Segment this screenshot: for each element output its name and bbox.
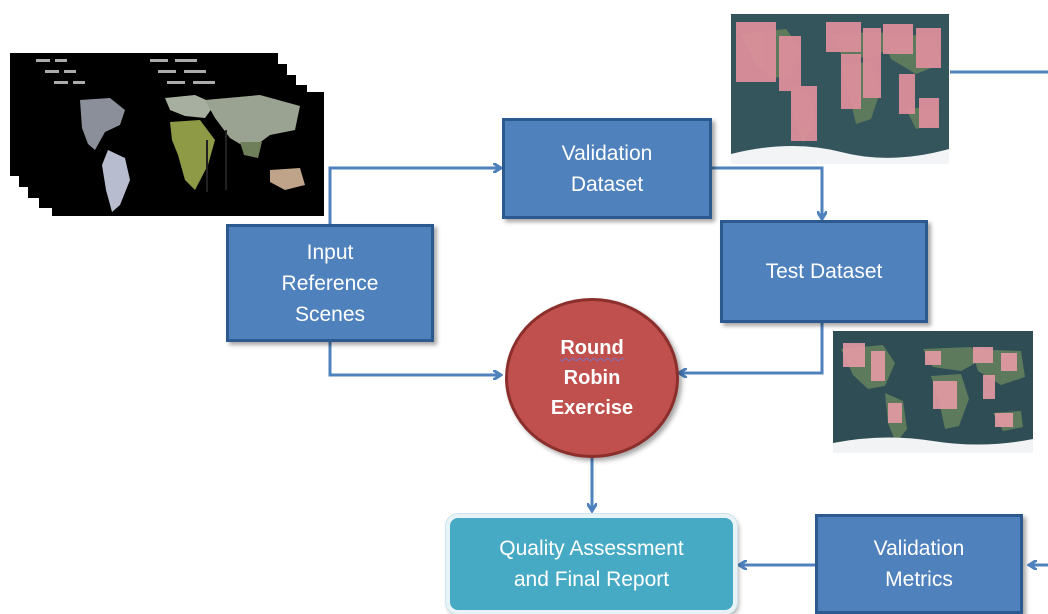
round-robin-line1: Round bbox=[560, 337, 624, 359]
arrow-input-to-validation bbox=[328, 168, 500, 224]
validation-dataset-node: Validation Dataset bbox=[502, 118, 712, 219]
test-dataset-map bbox=[833, 331, 1033, 453]
round-robin-line3: Exercise bbox=[550, 397, 634, 419]
satellite-scenes-stack bbox=[10, 53, 324, 216]
arrow-test-to-roundrobin bbox=[680, 322, 824, 373]
quality-assessment-report-node: Quality Assessment and Final Report bbox=[446, 514, 737, 614]
round-robin-line2: Robin bbox=[563, 367, 621, 389]
test-dataset-node: Test Dataset bbox=[720, 220, 928, 323]
round-robin-exercise-node: Round Robin Exercise bbox=[505, 298, 679, 458]
validation-metrics-node: Validation Metrics bbox=[815, 514, 1023, 614]
arrow-input-to-roundrobin bbox=[328, 342, 500, 375]
validation-dataset-map bbox=[731, 14, 949, 164]
input-reference-scenes-node: Input Reference Scenes bbox=[226, 224, 434, 342]
arrow-validation-to-test bbox=[711, 166, 822, 218]
